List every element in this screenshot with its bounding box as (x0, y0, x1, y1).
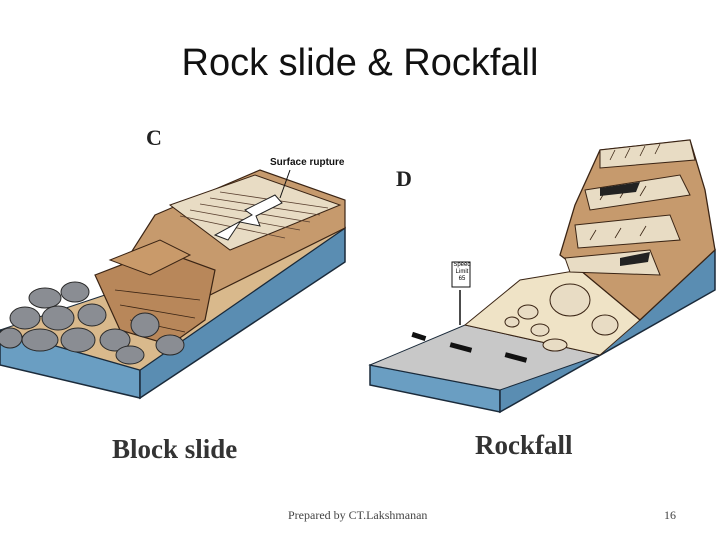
slide-direction-arrow (213, 194, 283, 241)
gray-boulders (0, 281, 185, 365)
block-slide-caption: Block slide (112, 434, 238, 464)
panel-label-d: D (396, 166, 412, 191)
block-slide-illustration (0, 169, 347, 400)
surface-rupture-label: Surface rupture (270, 157, 345, 168)
page-number: 16 (664, 508, 676, 522)
fallen-boulders (504, 283, 619, 352)
landslide-diagram (0, 139, 716, 414)
footer-credit: Prepared by CT.Lakshmanan (288, 508, 428, 522)
speed-limit-sign-text: Speed Limit 65 (453, 262, 471, 282)
slide-title: Rock slide & Rockfall (181, 42, 539, 84)
rockfall-illustration (368, 139, 716, 414)
road-lane-marks (411, 331, 528, 363)
panel-label-c: C (146, 125, 162, 150)
rockfall-caption: Rockfall (475, 430, 573, 460)
speed-limit-sign (451, 261, 471, 288)
